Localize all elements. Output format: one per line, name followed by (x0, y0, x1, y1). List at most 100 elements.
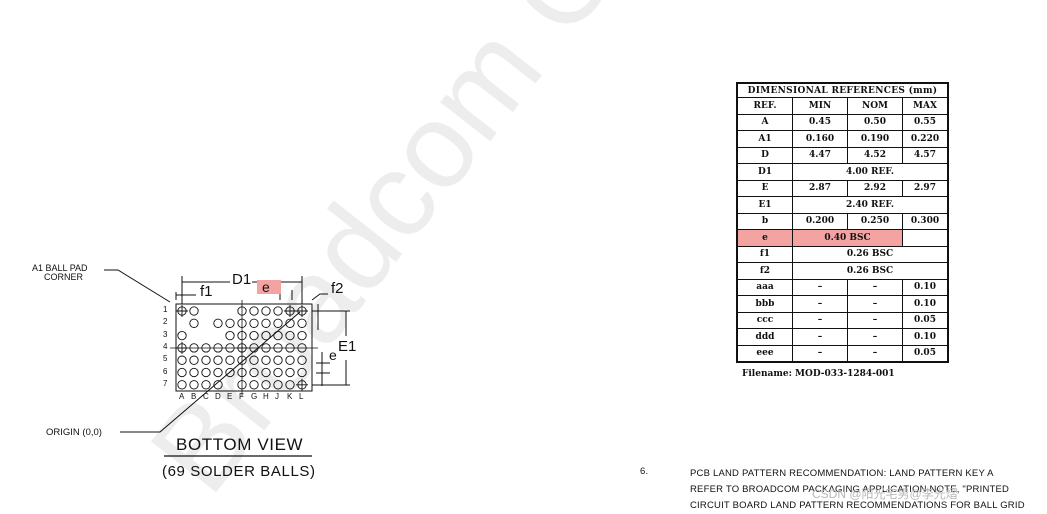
cell-nom: – (847, 328, 903, 346)
cell-ref: bbb (736, 295, 793, 313)
column-label: E (227, 392, 233, 401)
row-label: 6 (163, 366, 168, 376)
a1-label-line2: CORNER (44, 272, 84, 282)
cell-empty (902, 229, 949, 247)
column-label: C (203, 392, 209, 401)
row-label: 3 (163, 329, 168, 339)
column-label: H (263, 392, 269, 401)
solder-ball (261, 318, 271, 328)
solder-ball (177, 367, 187, 378)
solder-ball (177, 355, 187, 365)
solder-ball (261, 380, 271, 390)
solder-ball (297, 318, 307, 328)
solder-ball (261, 306, 271, 316)
solder-ball (297, 367, 307, 378)
solder-ball (213, 367, 223, 378)
cell-max: 2.97 (902, 179, 949, 197)
solder-ball (201, 380, 211, 390)
column-label: A (179, 392, 185, 401)
cell-max: 0.55 (902, 113, 949, 131)
solder-ball (249, 318, 259, 328)
solder-ball (273, 330, 283, 341)
ball-crosshair (176, 305, 188, 317)
cell-max: 0.05 (902, 311, 949, 329)
d1-label: D1 (232, 271, 252, 288)
column-label: D (215, 392, 221, 401)
e-pitch-highlight (257, 280, 281, 294)
cell-ref: e (736, 229, 793, 247)
cell-nom: – (847, 344, 903, 363)
cell-min: – (792, 295, 848, 313)
solder-ball (261, 355, 271, 365)
row-label: 7 (163, 378, 168, 388)
cell-ref: A (736, 113, 793, 131)
solder-ball (273, 355, 283, 365)
cell-ref: ccc (736, 311, 793, 329)
table-row: eee––0.05 (736, 344, 949, 363)
cell-span: 2.40 REF. (792, 196, 949, 214)
filename-label: Filename: MOD-033-1284-001 (742, 369, 895, 379)
cell-ref: eee (736, 344, 793, 363)
row-label: 2 (163, 317, 168, 327)
cell-min: 0.160 (792, 130, 848, 148)
solder-ball (285, 330, 295, 341)
solder-ball (189, 380, 199, 390)
table-row: aaa––0.10 (736, 278, 949, 296)
header-nom: NOM (847, 97, 903, 115)
note-number: 6. (640, 466, 649, 477)
note-line: PCB LAND PATTERN RECOMMENDATION: LAND PA… (690, 468, 994, 479)
view-title: BOTTOM VIEW (176, 435, 304, 454)
solder-ball (189, 367, 199, 378)
solder-ball (249, 306, 259, 316)
solder-ball (225, 318, 235, 328)
cell-max: 0.10 (902, 295, 949, 313)
solder-ball (261, 367, 271, 378)
table-row: bbb––0.10 (736, 295, 949, 313)
solder-ball (273, 306, 283, 316)
cell-nom: 0.190 (847, 130, 903, 148)
cell-span: 0.40 BSC (792, 229, 903, 247)
solder-ball (249, 355, 259, 365)
column-label: F (239, 392, 244, 401)
solder-ball (201, 355, 211, 365)
origin-label: ORIGIN (0,0) (46, 427, 102, 438)
e-label: e (262, 279, 270, 295)
cell-min: 0.45 (792, 113, 848, 131)
solder-ball (189, 355, 199, 365)
cell-ref: b (736, 212, 793, 230)
cell-ref: D (736, 146, 793, 164)
column-label: B (191, 392, 197, 401)
cell-span: 0.26 BSC (792, 262, 949, 280)
origin-leader-line (120, 311, 301, 433)
cell-max: 0.05 (902, 344, 949, 363)
cell-nom: – (847, 295, 903, 313)
cell-ref: A1 (736, 130, 793, 148)
solder-ball (177, 380, 187, 390)
solder-ball (213, 380, 223, 390)
dimensional-references-table: DIMENSIONAL REFERENCES (mm) REF. MIN NOM… (736, 82, 949, 363)
cell-min: 0.200 (792, 212, 848, 230)
column-label: L (299, 392, 304, 401)
solder-ball (249, 330, 259, 341)
header-ref: REF. (736, 97, 793, 115)
cell-ref: f2 (736, 262, 793, 280)
cell-span: 0.26 BSC (792, 245, 949, 263)
solder-ball (189, 306, 199, 316)
cell-max: 0.300 (902, 212, 949, 230)
solder-ball (213, 318, 223, 328)
row-label: 4 (163, 341, 168, 351)
column-label: K (287, 392, 293, 401)
solder-ball (285, 367, 295, 378)
table-row: ccc––0.05 (736, 311, 949, 329)
view-subtitle: (69 SOLDER BALLS) (162, 463, 316, 480)
cell-nom: 0.50 (847, 113, 903, 131)
cell-ref: E (736, 179, 793, 197)
cell-min: 4.47 (792, 146, 848, 164)
cell-nom: 0.250 (847, 212, 903, 230)
